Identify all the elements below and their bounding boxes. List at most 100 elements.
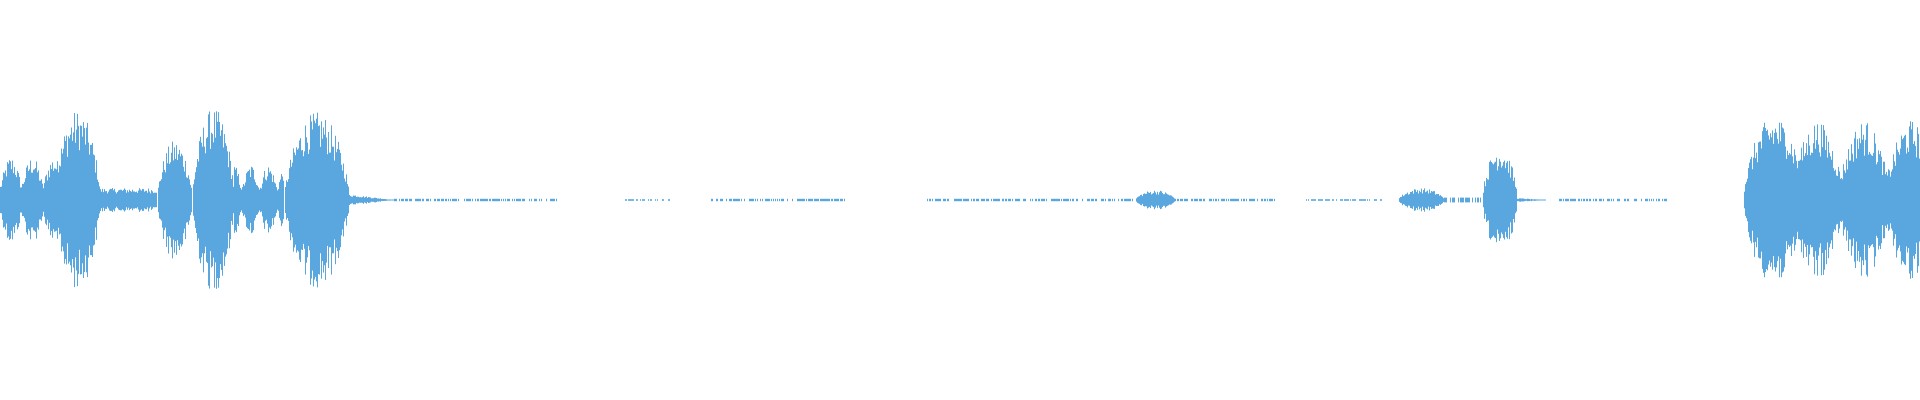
waveform-sample [1835,169,1836,231]
waveform-sample [1513,180,1514,219]
waveform-sample [960,198,961,202]
waveform-sample [386,199,387,201]
waveform-sample [825,198,826,202]
waveform-sample [1744,191,1745,209]
waveform-sample [6,176,7,224]
waveform-sample [1347,199,1348,201]
waveform-sample [332,146,333,254]
waveform-sample [155,192,156,208]
waveform-sample [552,198,553,202]
waveform-sample [422,198,423,202]
waveform-sample [644,199,645,201]
waveform-sample [130,191,131,209]
waveform-sample [50,164,51,236]
waveform-sample [1777,138,1778,262]
waveform-sample [88,142,89,258]
waveform-sample [428,198,429,202]
waveform-sample [1865,139,1866,261]
waveform-sample [208,114,209,286]
waveform-sample [943,198,944,202]
waveform-sample [121,189,122,211]
waveform-sample [314,120,315,280]
waveform-sample [1566,198,1567,202]
waveform-sample [999,198,1000,202]
waveform-sample [369,197,370,203]
waveform-sample [174,147,175,253]
waveform-sample [29,169,30,231]
waveform-sample [1500,161,1501,239]
waveform-sample [455,198,456,202]
waveform-sample [1851,144,1852,256]
waveform-sample [300,138,301,262]
waveform-sample [377,198,378,202]
waveform-sample [161,179,162,221]
waveform-sample [487,198,488,202]
waveform-sample [1409,194,1410,206]
waveform-sample [1798,161,1799,240]
waveform-sample [1168,194,1169,206]
waveform-sample [70,134,71,266]
waveform-sample [956,198,957,202]
waveform-sample [232,175,233,225]
waveform-sample [205,153,206,247]
waveform-sample [1874,133,1875,267]
waveform-sample [1468,197,1469,203]
waveform-sample [1353,199,1354,201]
waveform-bars [0,111,1920,289]
waveform-sample [131,191,132,209]
waveform-sample [1019,198,1020,202]
waveform-sample [481,198,482,202]
waveform-sample [179,149,180,250]
waveform-sample [166,153,167,247]
waveform-sample [1787,150,1788,250]
waveform-sample [245,182,246,218]
waveform-sample [206,138,207,262]
waveform-sample [1848,149,1849,251]
waveform-sample [1254,198,1255,202]
waveform-sample [200,136,201,264]
waveform-sample [1006,198,1007,202]
waveform-sample [133,191,134,209]
waveform-sample [1772,130,1773,270]
waveform-sample [1904,135,1905,265]
waveform-sample [388,199,389,201]
waveform-sample [1320,199,1321,201]
waveform-sample [77,113,78,287]
waveform-sample [74,113,75,288]
waveform-sample [1237,198,1238,202]
waveform-sample [1055,198,1056,202]
waveform-sample [7,162,8,238]
waveform-sample [1771,137,1772,263]
waveform-sample [11,169,12,231]
waveform-sample [322,138,323,262]
waveform-sample [1515,186,1516,214]
waveform-sample [89,154,90,246]
waveform-sample [239,184,240,216]
waveform-sample [657,199,658,201]
waveform-sample [829,198,830,202]
waveform-sample [309,149,310,251]
waveform-sample [249,169,250,231]
waveform-sample [361,197,362,203]
waveform-sample [1873,152,1874,248]
waveform-sample [1836,175,1837,225]
waveform-sample [1882,175,1883,226]
waveform-sample [384,199,385,201]
waveform-sample [958,198,959,202]
waveform-sample [1365,199,1366,201]
waveform-sample [1414,189,1415,211]
waveform-sample [1776,132,1777,268]
waveform-sample [218,112,219,288]
waveform-sample [149,191,150,209]
waveform-sample [203,127,204,273]
waveform-sample [106,191,107,209]
waveform-sample [0,187,1,213]
waveform-sample [69,138,70,262]
waveform-sample [268,167,269,233]
waveform-sample [108,191,109,209]
waveform-sample [1199,198,1200,202]
waveform-sample [256,185,257,215]
waveform-sample [987,198,988,202]
waveform-sample [1662,198,1663,202]
waveform-sample [1224,198,1225,202]
